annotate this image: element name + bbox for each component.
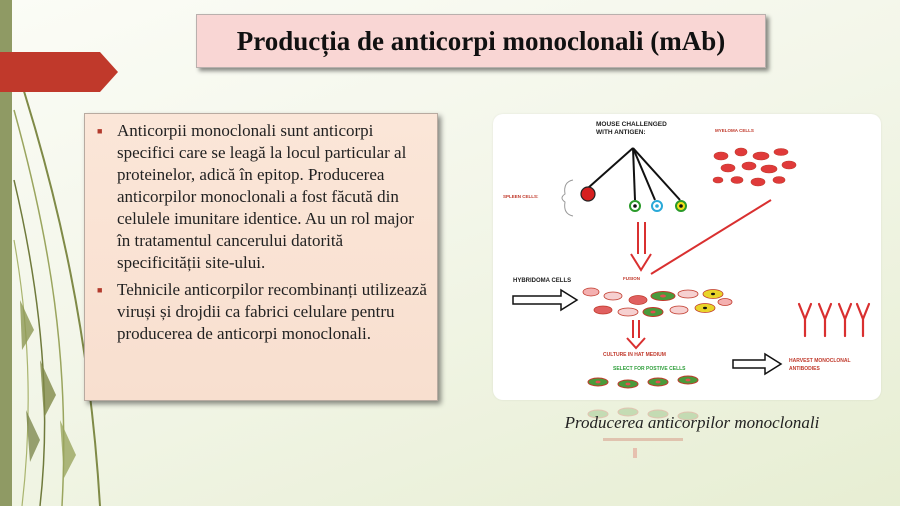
select-label: SELECT FOR POSTIVE CELLS [613,366,686,372]
spleen-cell-red [580,186,596,202]
harvest-arrow [732,352,783,376]
myeloma-label: MYELOMA CELLS [715,128,754,133]
slide-title: Producția de anticorpi monoclonali (mAb) [236,25,726,56]
harvest-label-1: HARVEST MONOCLONAL [789,358,851,364]
square-bullet-icon: ■ [97,126,103,136]
antigen-tree-lines [587,147,681,201]
hybridoma-label: HYBRIDOMA CELLS [513,278,571,284]
culture-arrow [626,320,646,350]
fusion-label: FUSION [623,276,640,281]
bullet-text-box: ■ Anticorpii monoclonali sunt anticorpi … [84,113,438,401]
mouse-label-1: MOUSE CHALLENGED [596,121,667,128]
reflection-svg [587,407,699,458]
title-box: Producția de anticorpi monoclonali (mAb) [196,14,766,68]
diagram-reflection [493,400,881,460]
antibody-icons [797,302,871,338]
hybridoma-arrow [512,288,579,312]
myeloma-cells [712,147,797,187]
selected-cells [587,375,699,389]
figure-caption: Producerea anticorpilor monoclonali [564,413,820,432]
square-bullet-icon: ■ [97,285,103,295]
mab-production-diagram: MOUSE CHALLENGED WITH ANTIGEN: SPLEEN CE… [493,114,881,400]
fusion-arrows [630,199,772,275]
bullet-text: Tehnicile anticorpilor recombinanți util… [117,280,427,343]
bullet-item: ■ Tehnicile anticorpilor recombinanți ut… [95,279,427,345]
diagram-svg: MOUSE CHALLENGED WITH ANTIGEN: SPLEEN CE… [503,121,871,389]
bullet-item: ■ Anticorpii monoclonali sunt anticorpi … [95,120,427,274]
mouse-label-2: WITH ANTIGEN: [596,129,646,136]
bullet-text: Anticorpii monoclonali sunt anticorpi sp… [117,121,414,272]
hybridoma-cells [582,287,733,317]
harvest-label-2: ANTIBODIES [789,366,821,372]
spleen-label: SPLEEN CELLS: [503,194,539,199]
title-arrow-shape [0,52,118,92]
brace-icon [561,179,574,217]
decorative-leaf-lines [13,59,101,506]
culture-label: CULTURE IN HAT MEDIUM [603,352,666,358]
left-accent-strip [0,0,12,506]
